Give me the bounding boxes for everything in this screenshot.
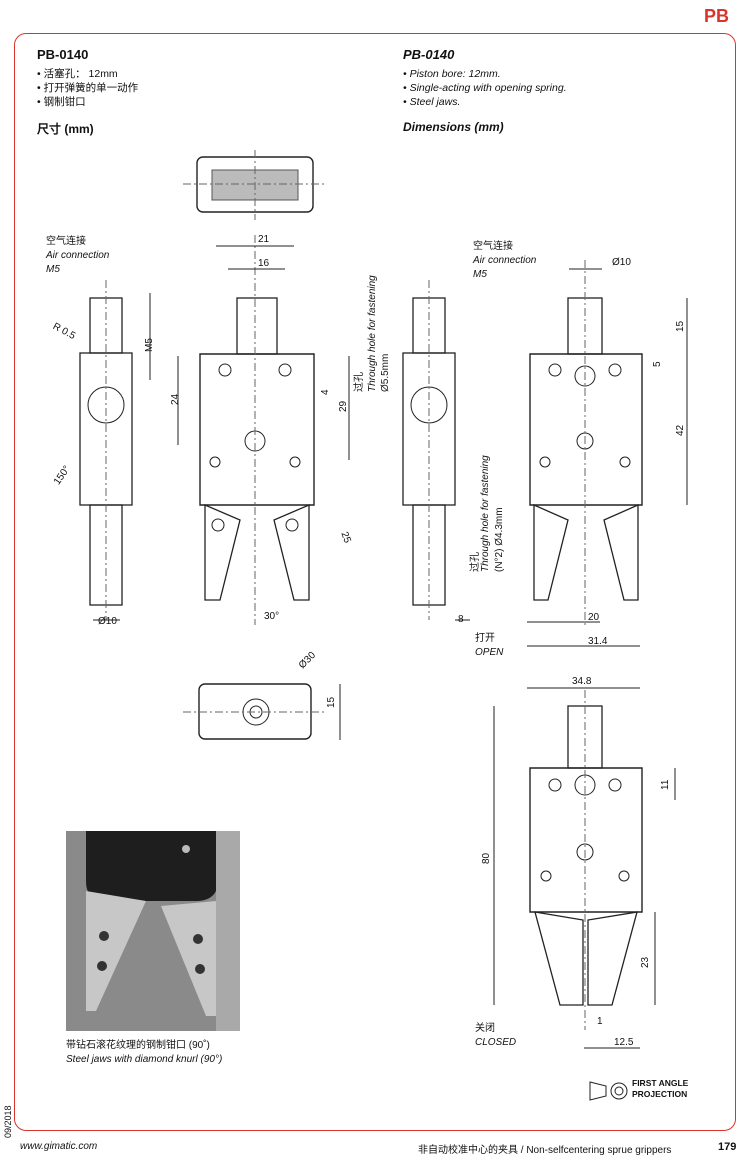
front-view-closed (493, 687, 676, 1049)
dim-80: 80 (481, 852, 492, 864)
bullet-item: Piston bore: 12mm. (403, 67, 567, 81)
website-link[interactable]: www.gimatic.com (20, 1141, 98, 1152)
title-en: PB-0140 (403, 47, 455, 62)
dim-5: 5 (652, 361, 663, 367)
projection-label-line: FIRST ANGLE (632, 1078, 689, 1088)
dim-15-right: 15 (675, 320, 686, 332)
through-hole-label-cn-2: 过孔 (470, 552, 481, 572)
through-hole-diameter-43: (N°2) Ø4.3mm (494, 507, 505, 572)
dim-42: 42 (675, 424, 686, 436)
top-view (183, 150, 325, 220)
first-angle-projection-symbol (589, 1081, 628, 1101)
closed-label-en: CLOSED (475, 1037, 517, 1048)
air-connection-label-en-right: Air connection (473, 255, 537, 266)
page-frame (14, 33, 736, 1131)
date-stamp: 09/2018 (3, 1105, 13, 1138)
dim-20: 20 (588, 612, 600, 623)
dim-4: 4 (320, 389, 331, 395)
dimensions-heading-en: Dimensions (mm) (403, 120, 504, 134)
bullet-item: 钢制钳口 (37, 95, 138, 109)
bullet-item: 打开弹簧的单一动作 (37, 81, 139, 95)
closed-label-cn: 关闭 (475, 1023, 495, 1034)
projection-label-line: PROJECTION (632, 1089, 688, 1099)
bullet-list-cn: 活塞孔： 12mm 打开弹簧的单一动作 钢制钳口 (37, 67, 139, 109)
bottom-view (183, 683, 341, 740)
air-connection-label-en: Air connection (46, 250, 110, 261)
open-label-en: OPEN (475, 647, 504, 658)
dim-11: 11 (660, 779, 671, 790)
section-tab: PB (704, 6, 730, 26)
through-hole-label-cn: 过孔 (354, 372, 365, 392)
page-number: 179 (718, 1141, 737, 1153)
bullet-list-en: Piston bore: 12mm. Single-acting with op… (403, 67, 567, 109)
side-view-left (79, 280, 151, 621)
dim-dia-10: Ø10 (98, 616, 117, 627)
dim-15-bottom: 15 (326, 696, 337, 708)
photo-caption-en: Steel jaws with diamond knurl (90°) (66, 1054, 223, 1065)
bullet-item: Single-acting with opening spring. (403, 81, 567, 95)
bullet-item: Steel jaws. (403, 95, 567, 109)
through-hole-label-en: Through hole for fastening (367, 275, 378, 392)
open-label-cn: 打开 (475, 633, 495, 644)
front-view-right-open (527, 260, 688, 647)
title-cn: PB-0140 (37, 47, 89, 62)
through-hole-label-en-2: Through hole for fastening (480, 455, 491, 572)
front-view-open (177, 235, 350, 625)
dim-21: 21 (258, 234, 270, 245)
dim-24: 24 (170, 393, 181, 405)
footer-category: 非自动校准中心的夹具 / Non-selfcentering sprue gri… (418, 1145, 672, 1156)
dim-34-8: 34.8 (572, 676, 592, 687)
air-connection-thread-right: M5 (473, 269, 487, 280)
photo-caption-cn: 带钻石滚花纹理的钢制钳口 (90˚) (66, 1040, 210, 1051)
dim-8: 8 (458, 614, 464, 625)
air-connection-thread: M5 (46, 264, 60, 275)
dim-12-5: 12.5 (614, 1037, 634, 1048)
dim-31-4: 31.4 (588, 636, 608, 647)
air-connection-label-cn-right: 空气连接 (473, 241, 513, 252)
projection-label: FIRST ANGLE PROJECTION (632, 1078, 688, 1100)
side-view-right (402, 280, 470, 621)
dim-30-degrees: 30° (264, 611, 280, 622)
dim-29: 29 (338, 400, 349, 412)
air-connection-label-cn: 空气连接 (46, 236, 86, 247)
dim-m5: M5 (144, 338, 155, 352)
dimensions-heading-cn: 尺寸 (mm) (37, 122, 94, 136)
through-hole-diameter-55: Ø5.5mm (380, 353, 391, 392)
dim-16: 16 (258, 258, 270, 269)
jaws-photo-illustration (66, 831, 240, 1031)
dim-23: 23 (640, 956, 651, 968)
jaws-photo (66, 831, 240, 1031)
dim-1: 1 (597, 1016, 603, 1027)
bullet-item: 活塞孔： 12mm (37, 67, 138, 81)
dim-dia-10-right: Ø10 (612, 257, 631, 268)
